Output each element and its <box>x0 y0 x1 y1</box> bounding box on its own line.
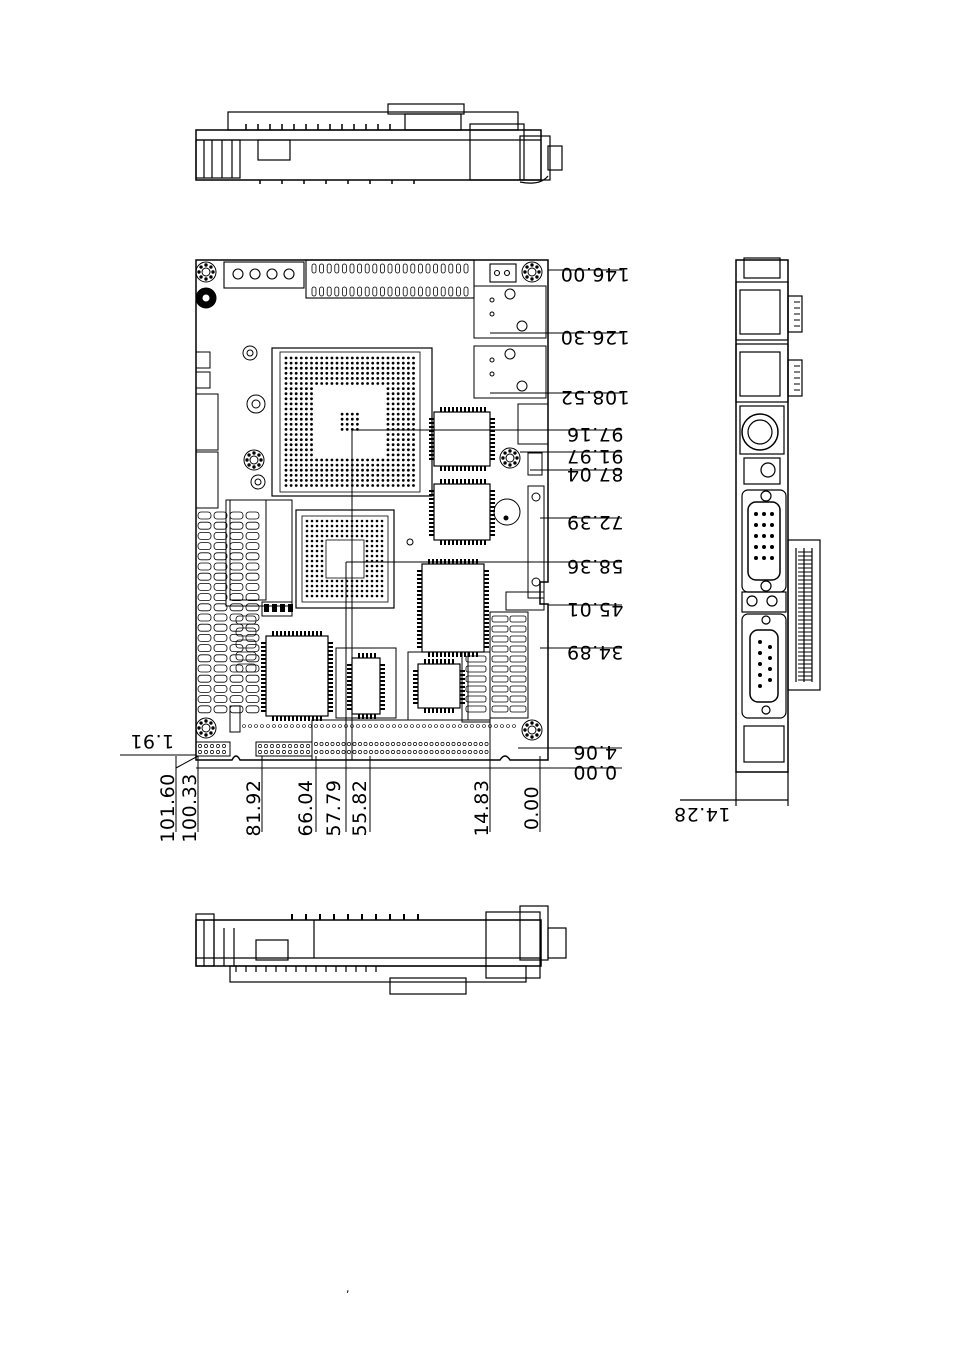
bottom-dim-label: 0.00 <box>521 786 543 830</box>
side-view <box>680 257 821 806</box>
right-dim-label: 72.39 <box>567 511 624 533</box>
left-dim-text: 1.91 <box>130 730 174 752</box>
bottom-headers <box>195 705 491 761</box>
lan-jacks-top-view <box>473 285 547 399</box>
right-dim-label: 97.16 <box>567 423 624 445</box>
right-dim-label: 146.00 <box>560 263 629 285</box>
top-edge-pins <box>245 124 415 184</box>
right-dim-label: 45.01 <box>567 598 624 620</box>
board-outline <box>195 259 549 761</box>
bottom-dim-label: 101.60 <box>157 773 179 842</box>
mounting-holes <box>195 261 543 741</box>
bottom-dim-label: 100.33 <box>179 773 201 842</box>
round-components <box>195 287 521 546</box>
chipset-bga-balls <box>305 519 384 598</box>
top-connectors <box>223 259 517 299</box>
bottom-dim-label: 81.92 <box>243 780 265 837</box>
side-view-connector-pins <box>754 295 812 688</box>
bottom-header-pins <box>198 724 516 754</box>
side-dimension-label: 14.28 <box>674 803 731 825</box>
right-dim-label: 34.89 <box>567 641 624 663</box>
dimension-lines <box>120 269 622 832</box>
left-dip-array <box>197 511 260 714</box>
small-components <box>235 604 527 713</box>
right-dim-label: 91.97 <box>567 445 624 467</box>
left-dimension-label: 1.91 <box>130 730 174 752</box>
left-connectors <box>195 351 219 509</box>
cpu-bga-balls <box>284 356 415 487</box>
right-dim-label: 126.30 <box>560 326 629 348</box>
bottom-edge-view <box>195 905 567 995</box>
bottom-edge-pins <box>235 914 419 972</box>
side-dim-text: 14.28 <box>674 803 731 825</box>
right-dim-label: 58.36 <box>567 555 624 577</box>
bottom-dim-label: 57.79 <box>323 780 345 837</box>
right-dim-label: 0.00 <box>573 761 617 783</box>
footnote-mark: , <box>346 1282 350 1295</box>
top-edge-view <box>195 103 563 184</box>
bottom-dim-label: 55.82 <box>349 780 371 837</box>
bottom-dim-label: 14.83 <box>471 780 493 837</box>
bottom-dim-label: 66.04 <box>295 780 317 837</box>
misc-outlines <box>225 403 549 723</box>
chipset-bga <box>295 509 395 609</box>
right-dim-label: 87.04 <box>567 463 624 485</box>
qfp-chips <box>261 407 495 721</box>
top-header-pins <box>311 263 469 297</box>
right-dim-label: 108.52 <box>560 386 629 408</box>
right-dim-label: 4.06 <box>573 741 617 763</box>
